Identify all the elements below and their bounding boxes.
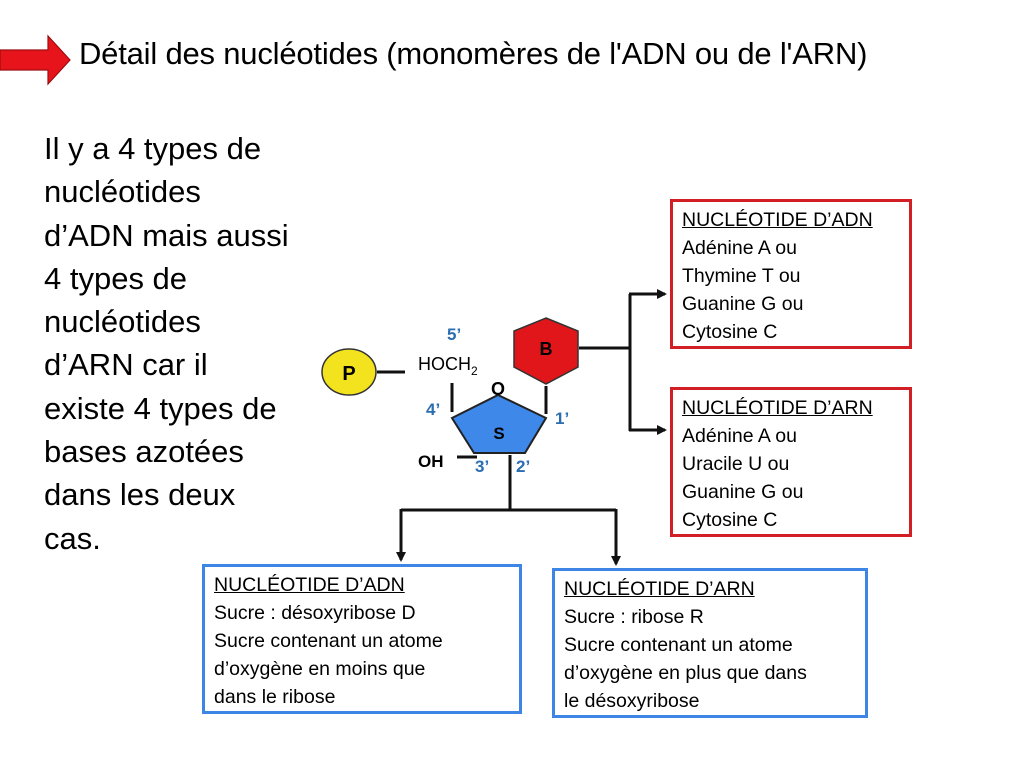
intro-line: d’ADN mais aussi: [44, 217, 289, 253]
oh-label: OH: [418, 452, 444, 471]
carbon-1-label: 1’: [555, 409, 569, 428]
box-line: Sucre : ribose R: [564, 606, 704, 628]
box-line: Guanine G ou: [682, 481, 804, 503]
base-box-adn: NUCLÉOTIDE D’ADN Adénine A ou Thymine T …: [670, 199, 912, 349]
intro-line: nucléotides: [44, 174, 201, 210]
phosphate-circle: [321, 348, 377, 396]
intro-line: cas.: [44, 520, 101, 556]
carbon-4-label: 4’: [426, 400, 440, 419]
sugar-label: S: [493, 424, 504, 443]
connector-lines: [377, 289, 667, 566]
box-line: Adénine A ou: [682, 425, 797, 447]
intro-line: dans les deux: [44, 477, 236, 513]
base-hexagon: [513, 317, 579, 385]
box-line: Sucre contenant un atome: [214, 630, 443, 652]
title-row: Détail des nucléotides (monomères de l'A…: [0, 30, 1024, 86]
intro-line: bases azotées: [44, 434, 244, 470]
box-line: Sucre : désoxyribose D: [214, 602, 416, 624]
hoch2-label: HOCH2: [418, 354, 478, 378]
box-heading: NUCLÉOTIDE D’ADN: [214, 574, 405, 596]
intro-line: d’ARN car il: [44, 347, 208, 383]
box-line: Adénine A ou: [682, 237, 797, 259]
box-line: Thymine T ou: [682, 265, 801, 287]
box-line: d’oxygène en moins que: [214, 658, 426, 680]
box-heading: NUCLÉOTIDE D’ARN: [564, 578, 755, 600]
sugar-box-arn: NUCLÉOTIDE D’ARN Sucre : ribose R Sucre …: [552, 568, 868, 718]
intro-text: Il y a 4 types de nucléotides d’ADN mais…: [44, 127, 314, 560]
ring-oxygen-label: O: [491, 379, 505, 399]
intro-line: 4 types de: [44, 260, 188, 296]
carbon-3-label: 3’: [475, 457, 489, 476]
hoch2-subscript: 2: [471, 364, 478, 378]
box-heading: NUCLÉOTIDE D’ADN: [682, 209, 873, 231]
box-line: Cytosine C: [682, 509, 778, 531]
base-label: B: [540, 339, 553, 359]
carbon-5-label: 5’: [447, 325, 461, 344]
box-heading: NUCLÉOTIDE D’ARN: [682, 397, 873, 419]
hoch2-prefix: HOCH: [418, 354, 471, 374]
intro-line: nucléotides: [44, 304, 201, 340]
sugar-box-adn: NUCLÉOTIDE D’ADN Sucre : désoxyribose D …: [202, 564, 522, 714]
intro-line: existe 4 types de: [44, 390, 277, 426]
intro-line: Il y a 4 types de: [44, 131, 262, 166]
box-line: Uracile U ou: [682, 453, 790, 475]
box-line: Sucre contenant un atome: [564, 634, 793, 656]
box-line: Guanine G ou: [682, 293, 804, 315]
phosphate-label: P: [342, 363, 355, 385]
box-line: Cytosine C: [682, 321, 778, 343]
title-arrow-icon: [0, 34, 71, 86]
carbon-2-label: 2’: [516, 457, 530, 476]
page-title: Détail des nucléotides (monomères de l'A…: [79, 36, 868, 71]
sugar-pentagon: [450, 393, 548, 454]
box-line: dans le ribose: [214, 686, 336, 708]
box-line: le désoxyribose: [564, 690, 700, 712]
base-box-arn: NUCLÉOTIDE D’ARN Adénine A ou Uracile U …: [670, 387, 912, 537]
box-line: d’oxygène en plus que dans: [564, 662, 807, 684]
